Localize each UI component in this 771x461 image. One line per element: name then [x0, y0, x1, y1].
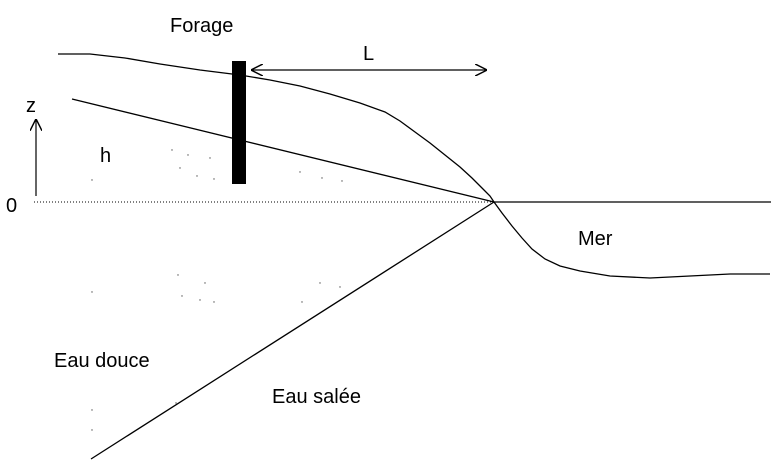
- forage-label: Forage: [170, 15, 234, 37]
- head-h-label: h: [100, 145, 112, 167]
- saltwater-interface-line: [90, 201, 495, 460]
- fresh-water-speckles: [91, 149, 343, 431]
- water-table-line: [71, 98, 495, 203]
- salt-water-label: Eau salée: [272, 386, 361, 408]
- z-axis-label: z: [26, 95, 36, 117]
- fresh-water-label: Eau douce: [54, 350, 150, 372]
- zero-level-label: 0: [6, 195, 18, 217]
- ground-surface-line: [58, 53, 770, 279]
- borehole-well: [232, 61, 246, 184]
- distance-L-label: L: [363, 43, 375, 65]
- sea-label: Mer: [578, 228, 613, 250]
